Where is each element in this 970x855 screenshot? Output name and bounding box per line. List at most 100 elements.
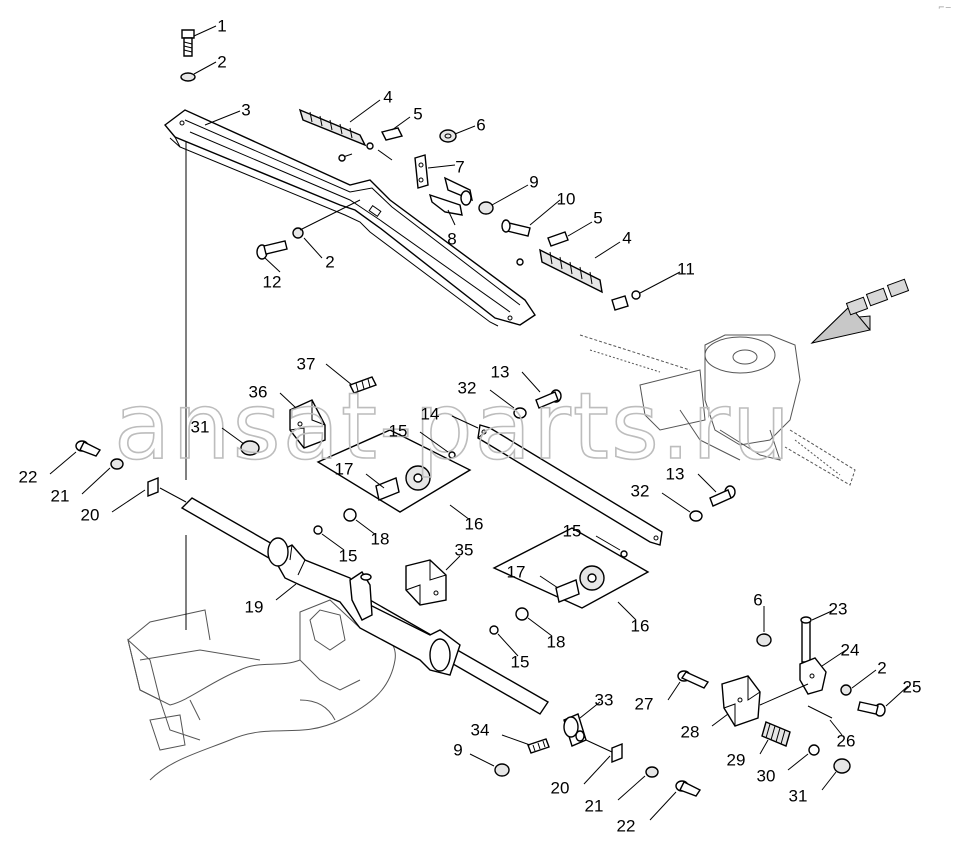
callout-leader-c24 [821,649,847,667]
bracket-24 [799,657,827,695]
callout-label-c27: 27 [635,694,654,713]
callout-label-c8: 8 [447,229,456,248]
bolt-25 [857,701,886,717]
callout-label-c18a: 18 [371,529,390,548]
spring-29 [761,721,791,747]
bracket-35 [405,559,447,606]
idler-arm-bar [477,424,663,546]
callout-label-c24: 24 [841,640,860,659]
callout-label-c2c: 2 [877,658,886,677]
callout-label-c9a: 9 [529,172,538,191]
callout-label-c36: 36 [249,382,268,401]
callout-leader-c33 [579,701,601,719]
callout-leader-c2c [851,669,877,689]
callout-leader-c9a [491,184,529,206]
callout-leader-c13a [521,371,541,393]
callout-label-c22a: 22 [19,467,38,486]
callout-leader-c7 [427,164,456,169]
callout-leader-c22b [649,791,677,821]
callout-label-c13a: 13 [491,362,510,381]
engine-gearbox-ghost [579,334,856,486]
callout-leader-c2a [193,61,217,75]
callout-leader-c20b [583,755,611,785]
callout-leader-c31b [821,771,837,791]
washer-32-lower [689,510,703,522]
callout-leader-c20a [111,489,146,513]
callout-label-c37: 37 [297,354,316,373]
callout-leader-c36 [279,392,297,409]
callout-leader-c18a [355,519,377,536]
callout-label-c15c: 15 [563,521,582,540]
callout-leader-c37 [325,363,353,386]
callout-label-c21a: 21 [51,486,70,505]
callout-leader-c30 [787,753,809,771]
nut-upper [439,129,457,143]
callout-label-c15a: 15 [389,421,408,440]
callout-label-c26: 26 [837,731,856,750]
callout-leader-c22a [49,451,77,475]
nut-31-mid [240,440,260,456]
callout-leader-c16a [449,504,471,521]
callout-label-c15b: 15 [339,546,358,565]
callout-label-c2a: 2 [217,52,226,71]
pin-23 [800,616,812,663]
nut-9-lower [494,763,510,777]
callout-label-c21b: 21 [585,796,604,815]
callout-label-c16a: 16 [465,514,484,533]
callout-leader-c17b [539,575,559,589]
callout-label-c10: 10 [557,189,576,208]
callout-label-c5a: 5 [413,104,422,123]
chain-connector-upper [338,127,404,162]
callout-label-c31a: 31 [191,417,210,436]
chain-lower [516,231,603,294]
callout-leader-c3 [204,110,241,126]
bolt-37 [349,376,377,394]
callout-leader-c34 [501,734,531,746]
callout-label-c30: 30 [757,766,776,785]
callout-leader-c29 [759,739,769,755]
bolt-10 [501,219,531,237]
callout-leader-c2b [303,237,323,259]
callout-label-c16b: 16 [631,616,650,635]
callout-leader-c25 [885,685,909,707]
callout-label-c13b: 13 [666,464,685,483]
callout-label-c22b: 22 [617,816,636,835]
callout-leader-c11 [639,271,681,294]
washer-30 [808,744,820,756]
spacer-18-upper [343,508,357,522]
callout-leader-c10 [529,199,561,226]
mower-deck-ghost [127,599,396,781]
sprocket-plate-lower [492,527,650,609]
callout-label-c12: 12 [263,272,282,291]
callout-label-c33: 33 [595,690,614,709]
nut-6-lower [756,633,772,647]
callout-label-c31b: 31 [789,786,808,805]
callout-leader-c14 [451,415,479,429]
callout-leader-c31a [221,427,245,445]
watermark: ansat-parts.ru [114,373,792,480]
callout-leader-c19 [275,583,297,601]
callout-label-c15d: 15 [511,652,530,671]
clip-20-upper [147,476,159,498]
callout-leader-c18b [527,617,553,637]
callout-leader-c16b [617,601,637,621]
callout-label-c6a: 6 [476,115,485,134]
washer-21-lower [645,766,659,778]
callout-leader-c1 [193,25,217,37]
washer-15-lower [489,625,499,635]
callout-leader-c28 [711,713,729,727]
callout-label-c14: 14 [421,404,440,423]
callout-leader-c27 [667,681,681,701]
corner-mark: ⌐− [938,3,951,12]
callout-leader-c5b [567,221,593,237]
callout-label-c3: 3 [241,100,250,119]
callout-leader-c17a [365,473,385,489]
callout-label-c11: 11 [677,259,695,278]
bolt-13-upper [535,389,562,409]
rod-26 [807,705,833,719]
callout-leader-c21a [81,467,111,495]
rail-to-washer-line [299,199,361,231]
callout-leader-c35 [445,555,461,571]
bolt-12 [256,240,288,260]
